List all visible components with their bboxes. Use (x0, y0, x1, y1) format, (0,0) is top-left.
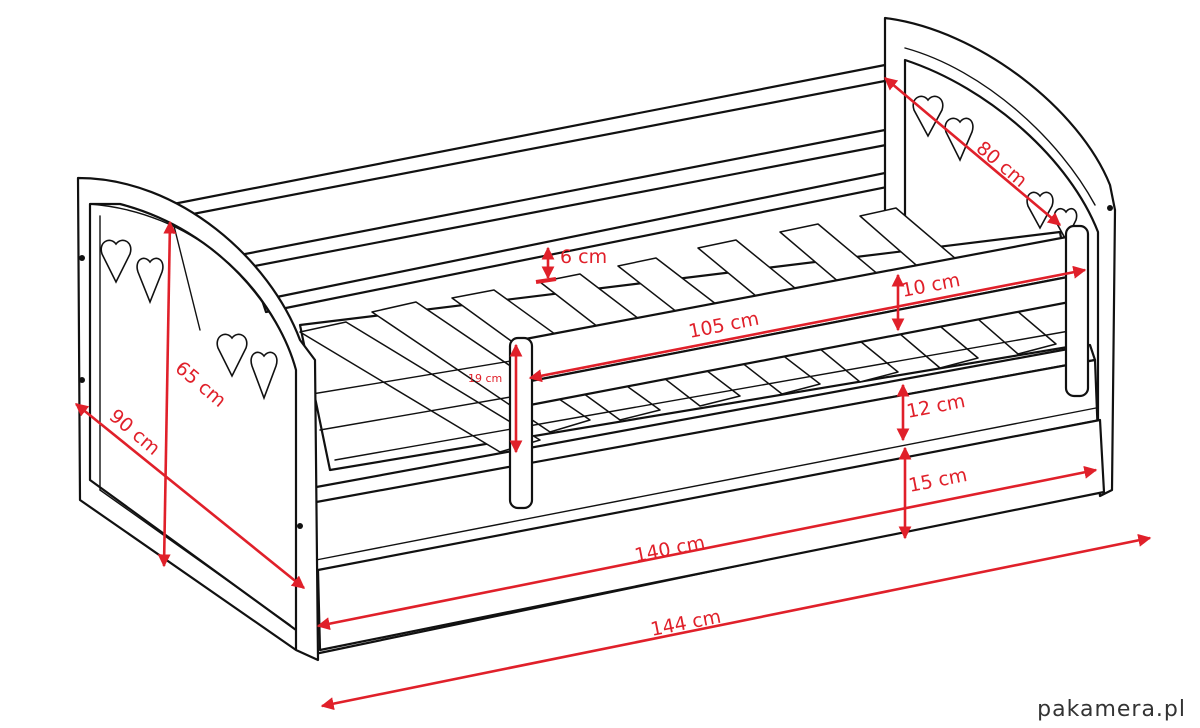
bolt-icon (79, 255, 85, 261)
heart-icon (136, 257, 164, 305)
dim-outer-length (320, 533, 1152, 711)
bolt-icon (1107, 205, 1113, 211)
back-rails (166, 63, 894, 331)
heart-icon (250, 351, 278, 401)
dimension-lines (74, 77, 1152, 711)
rail-post-left (508, 336, 534, 510)
dim-height (157, 220, 177, 568)
label-outer-length: 144 cm (649, 606, 723, 641)
label-rail-offset: 19 cm (468, 372, 502, 385)
watermark: pakamera.pl (1037, 697, 1186, 722)
bolt-icon (79, 377, 85, 383)
dim-depth (74, 402, 306, 590)
dim-rail-length (528, 265, 1087, 383)
label-height: 65 cm (171, 357, 230, 412)
heart-icon (912, 95, 944, 138)
dim-width-head (884, 77, 1061, 226)
label-gap-top: 6 cm (560, 246, 607, 268)
rail-post-right (1064, 224, 1090, 398)
heart-icon (1026, 191, 1054, 230)
heart-icon (216, 333, 248, 378)
bolt-icon (297, 523, 303, 529)
heart-icon (100, 239, 132, 284)
label-width-head: 80 cm (972, 137, 1031, 192)
